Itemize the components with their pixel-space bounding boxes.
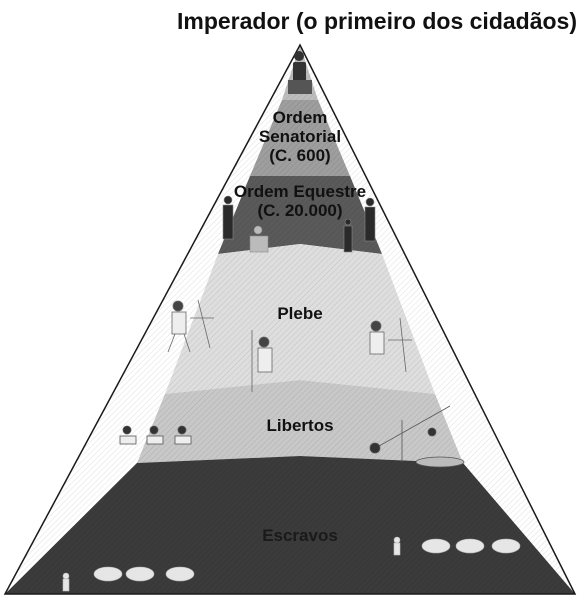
equestrian-figures-icon (222, 195, 376, 253)
tier-senatorial-line-2: Senatorial (258, 127, 342, 146)
tier-escravos-line-1: Escravos (262, 526, 338, 545)
tier-plebe-line-1: Plebe (277, 304, 323, 323)
tier-equestre-line-2: (C. 20.000) (257, 201, 343, 220)
tier-equestre-label: Ordem Equestre (C. 20.000) (210, 182, 390, 220)
tier-plebe-label: Plebe (250, 304, 350, 323)
tier-senatorial-label: Ordem Senatorial (C. 600) (250, 108, 350, 165)
tier-libertos-label: Libertos (240, 416, 360, 435)
freedmen-figures-icon (119, 405, 465, 468)
tier-escravos-label: Escravos (230, 526, 370, 545)
page-title: Imperador (o primeiro dos cidadãos) (176, 8, 578, 34)
texture-overlay (5, 45, 575, 594)
tier-equestre-line-1: Ordem Equestre (233, 182, 367, 201)
emperor-figure-icon (288, 51, 312, 94)
slaves-caravan-icon (62, 536, 521, 592)
pyramid-outline (3, 43, 577, 595)
tier-libertos-line-1: Libertos (266, 416, 334, 435)
plebeian-workers-icon (167, 299, 412, 392)
tier-senatorial-line-3: (C. 600) (269, 146, 331, 165)
tier-senatorial-line-1: Ordem (272, 108, 328, 127)
